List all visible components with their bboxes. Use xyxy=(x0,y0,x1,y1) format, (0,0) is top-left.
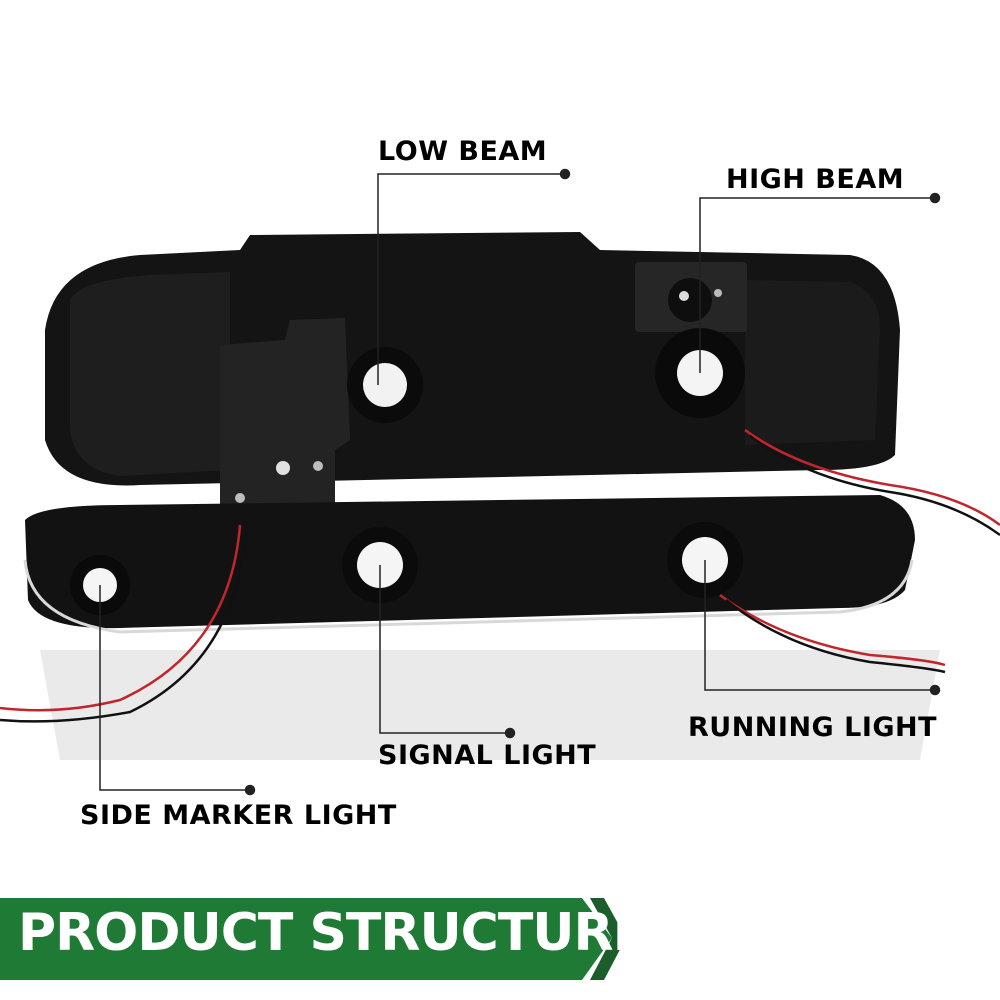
signal-light-leader xyxy=(379,565,505,734)
running-light-label: RUNNING LIGHT xyxy=(688,712,938,743)
product-structure-banner xyxy=(0,898,626,980)
low-beam-leader-dot xyxy=(559,168,571,180)
side-marker-leader xyxy=(99,585,245,791)
signal-lamp-housing xyxy=(23,495,915,634)
high-beam-leader-dot xyxy=(929,192,941,204)
signal-light-leader-dot xyxy=(504,727,516,739)
banner-title: PRODUCT STRUCTURE xyxy=(18,903,648,963)
leader-lines xyxy=(99,168,941,796)
high-beam-leader xyxy=(699,197,930,373)
headlight-housing xyxy=(45,232,900,520)
side-marker-light-label: SIDE MARKER LIGHT xyxy=(80,800,397,831)
signal-light-label: SIGNAL LIGHT xyxy=(378,740,597,771)
banner-arrow-icon xyxy=(590,898,626,980)
running-light-leader-dot xyxy=(929,684,941,696)
running-light-leader xyxy=(704,560,930,691)
low-beam-label: LOW BEAM xyxy=(378,136,548,167)
wiring-harness xyxy=(0,428,1000,723)
side-marker-leader-dot xyxy=(244,784,256,796)
headlight-reflection xyxy=(40,650,940,760)
low-beam-leader xyxy=(377,173,560,385)
high-beam-label: HIGH BEAM xyxy=(726,164,905,195)
